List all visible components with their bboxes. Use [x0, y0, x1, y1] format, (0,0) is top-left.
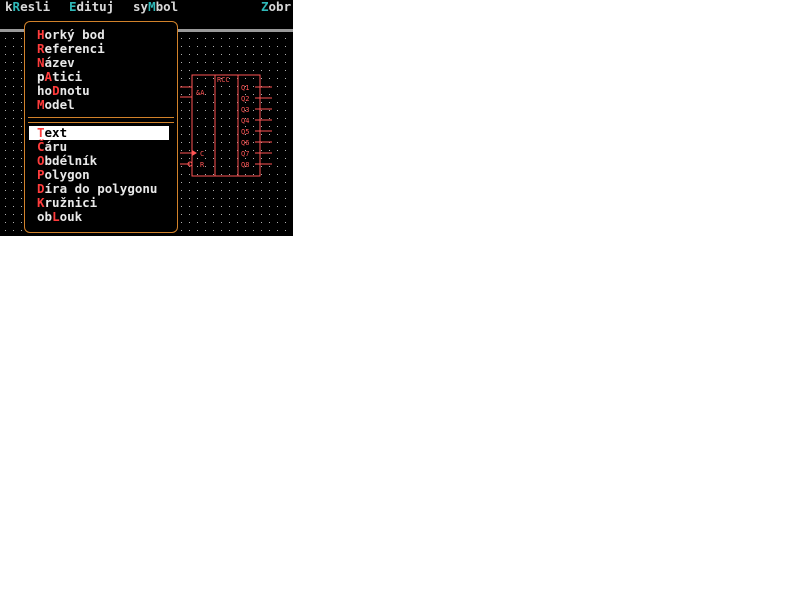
output-pin-label: Q4 — [241, 117, 249, 125]
menu-item-polygon[interactable]: Polygon — [37, 167, 90, 182]
reset-bubble-icon — [187, 161, 193, 167]
pin-label-c: C — [200, 150, 204, 158]
menu-item-obdelnik[interactable]: Obdélník — [37, 153, 98, 168]
output-pin-label: Q6 — [241, 139, 249, 147]
menu-item-hodnotu[interactable]: hoDnotu — [37, 83, 90, 98]
menu-item-dira-do-polygonu[interactable]: Díra do polygonu — [37, 181, 158, 196]
menu-item-model[interactable]: Model — [37, 97, 75, 112]
menu-item-nazev[interactable]: Název — [37, 55, 75, 70]
menu-edituj[interactable]: Edituj — [69, 0, 115, 14]
menu-item-referenci[interactable]: Referenci — [37, 41, 105, 56]
output-pin-label: Q3 — [241, 106, 249, 114]
output-pin-label: Q8 — [241, 161, 249, 169]
menu-kresli[interactable]: kResli — [5, 0, 51, 14]
menu-divider — [28, 117, 174, 123]
menu-item-horky-bod[interactable]: Horký bod — [37, 27, 105, 42]
symbol-body — [191, 74, 261, 177]
pin-label-a: &A — [196, 89, 205, 97]
menu-item-kruznici[interactable]: Kružnici — [37, 195, 98, 210]
output-pin-label: Q7 — [241, 150, 249, 158]
pin-label-r: R — [200, 161, 205, 169]
menu-bar: kResli Edituj syMbol Zobr — [0, 0, 293, 14]
output-pin-label: Q5 — [241, 128, 249, 136]
symbol-title: RCC — [217, 76, 230, 84]
menu-symbol[interactable]: syMbol — [133, 0, 179, 14]
menu-item-text[interactable]: Text — [29, 126, 169, 140]
kresli-dropdown-menu: Horký bod Referenci Název pAtici hoDnotu… — [24, 21, 178, 233]
output-pin-label: Q1 — [241, 84, 249, 92]
menu-item-patici[interactable]: pAtici — [37, 69, 83, 84]
output-pin-label: Q2 — [241, 95, 249, 103]
menu-zobraz[interactable]: Zobr — [261, 0, 292, 14]
clock-arrow-icon — [192, 150, 197, 156]
menu-item-caru[interactable]: Čáru — [37, 139, 68, 154]
menu-item-oblouk[interactable]: obLouk — [37, 209, 83, 224]
